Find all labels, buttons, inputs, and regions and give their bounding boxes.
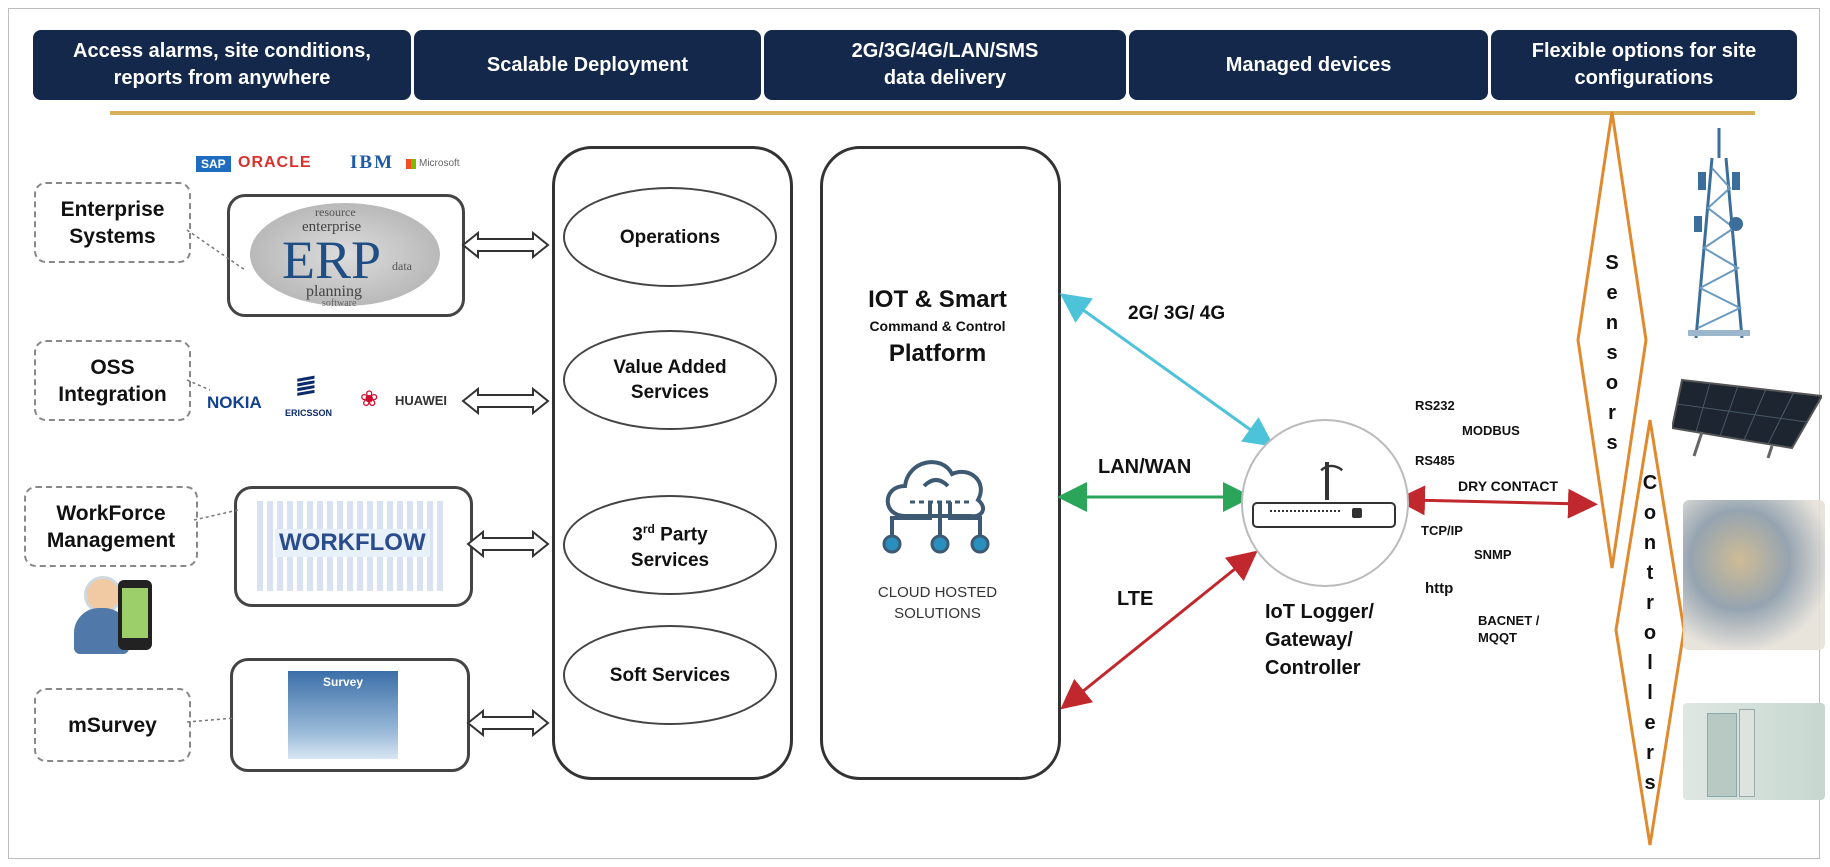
huawei-logo-icon: ❀	[360, 386, 379, 411]
protocol-http: http	[1425, 580, 1454, 597]
survey-image-box: Survey	[230, 658, 470, 772]
sensors-diamond	[1576, 111, 1648, 569]
protocol-bacnet-mqqt: BACNET / MQQT	[1478, 613, 1540, 645]
msurvey-label: mSurvey	[34, 688, 191, 762]
nokia-logo: NOKIA	[207, 393, 262, 412]
value-added-services: Value Added Services	[563, 330, 777, 430]
cloud-hosted-label: CLOUD HOSTED SOLUTIONS	[877, 584, 998, 622]
connector-enterprise	[186, 229, 246, 271]
banner-scalable-deployment: Scalable Deployment	[414, 30, 761, 100]
protocol-dry-contact: DRY CONTACT	[1458, 478, 1559, 494]
solar-panel-icon	[1672, 378, 1822, 459]
protocol-rs485: RS485	[1415, 453, 1455, 468]
cellular-arrow	[1059, 293, 1275, 447]
survey-title: Survey	[322, 675, 364, 689]
oss-integration-label: OSS Integration	[34, 340, 191, 421]
erp-word-cloud	[250, 203, 440, 306]
connector-workforce	[193, 509, 239, 521]
oracle-logo: ORACLE	[238, 154, 312, 171]
platform-title-line2: Platform	[888, 340, 987, 367]
telecom-tower-icon	[1688, 128, 1750, 338]
erp-word-data: data	[392, 259, 412, 273]
microsoft-logo-icon	[406, 159, 416, 169]
sap-logo: SAP	[196, 156, 231, 172]
gateway-label: IoT Logger/ Gateway/ Controller	[1265, 601, 1374, 679]
banner-flexible-options: Flexible options for site configurations	[1491, 30, 1797, 100]
erp-word-resource: resource	[315, 205, 356, 219]
gateway-device-icon	[1252, 498, 1396, 528]
enterprise-systems-label: Enterprise Systems	[34, 182, 191, 263]
double-arrow-workforce	[466, 529, 550, 559]
banner-data-delivery: 2G/3G/4G/LAN/SMS data delivery	[764, 30, 1126, 100]
erp-image-box: resource enterprise ERP data planning so…	[227, 194, 465, 317]
cloud-network-icon	[882, 460, 990, 554]
ericsson-logo: ERICSSON	[285, 408, 333, 418]
cellular-label: 2G/ 3G/ 4G	[1128, 303, 1226, 324]
soft-services: Soft Services	[563, 625, 777, 725]
platform-subtitle: Command & Control	[869, 318, 1006, 334]
erp-main-text: ERP	[282, 230, 382, 290]
workflow-main-text: WORKFLOW	[275, 529, 430, 557]
person-with-phone-icon	[74, 568, 164, 658]
sensor-devices-image	[1683, 500, 1825, 650]
banner-managed-devices: Managed devices	[1129, 30, 1488, 100]
controller-cabinet-image	[1683, 703, 1825, 800]
operations-service: Operations	[563, 187, 777, 287]
double-arrow-oss	[461, 386, 550, 416]
microsoft-logo: Microsoft	[419, 158, 460, 169]
erp-word-software: software	[322, 298, 357, 309]
antenna-icon	[1325, 462, 1329, 500]
huawei-logo: HUAWEI	[395, 393, 447, 408]
survey-thumbnail: Survey	[288, 671, 398, 759]
double-arrow-msurvey	[466, 708, 550, 738]
erp-word-enterprise: enterprise	[302, 219, 362, 235]
ibm-logo: IBM	[350, 152, 394, 173]
protocol-snmp: SNMP	[1474, 547, 1512, 562]
banner-access-alarms: Access alarms, site conditions, reports …	[33, 30, 411, 100]
workforce-management-label: WorkForce Management	[24, 486, 198, 567]
protocol-rs232: RS232	[1415, 398, 1455, 413]
double-arrow-erp	[461, 230, 550, 260]
lan-wan-label: LAN/WAN	[1098, 456, 1192, 478]
connector-oss	[186, 379, 211, 391]
workflow-image-box: WORKFLOW	[234, 486, 473, 607]
protocol-modbus: MODBUS	[1462, 423, 1520, 438]
lte-arrow	[1060, 550, 1258, 710]
lte-label: LTE	[1117, 588, 1154, 610]
banner-underline	[110, 111, 1755, 115]
connector-msurvey	[186, 717, 236, 723]
device-link-arrow	[1395, 485, 1598, 519]
erp-word-planning: planning	[306, 283, 362, 300]
diagram-frame	[8, 8, 1820, 859]
controllers-diamond	[1614, 419, 1686, 846]
protocol-tcpip: TCP/IP	[1421, 523, 1463, 538]
platform-title-line1: IOT & Smart	[868, 286, 1007, 313]
